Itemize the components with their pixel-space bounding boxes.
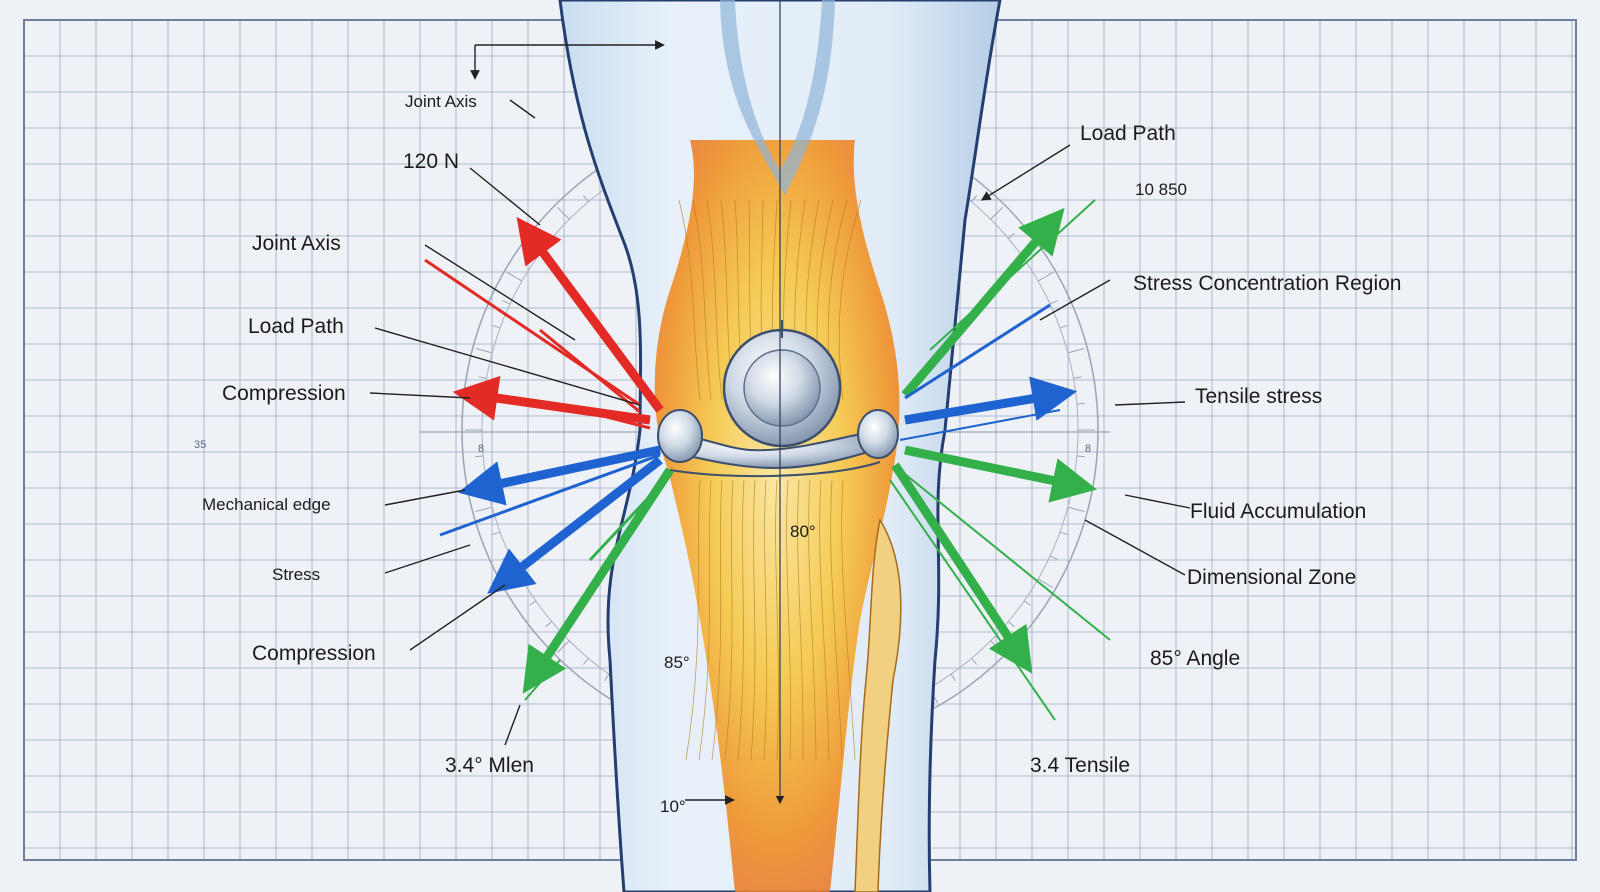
bone-fiber — [724, 479, 734, 761]
protractor-tick — [604, 673, 610, 681]
label-stress-left: Stress — [272, 565, 320, 584]
load-arrow-right-up — [901, 207, 1065, 398]
protractor-tick — [492, 324, 501, 329]
protractor-tick — [502, 300, 511, 305]
label-angle-85-right: 85° Angle — [1150, 647, 1240, 670]
load-arrow-right-low — [891, 462, 1033, 674]
bone-fiber — [841, 479, 856, 761]
bone-fiber — [819, 479, 830, 761]
bone-fiber — [685, 479, 701, 761]
protractor-tick — [556, 206, 570, 220]
protractor-tick — [950, 673, 956, 681]
protractor-tick — [1007, 621, 1015, 628]
compression-arrow-2 — [452, 375, 651, 425]
bone-fiber — [750, 479, 756, 761]
label-side-mark: 35 — [194, 439, 206, 451]
protractor-tick — [502, 555, 511, 560]
bone-fiber — [698, 479, 712, 761]
protractor-tick — [1073, 376, 1082, 379]
protractor-tick — [1023, 600, 1031, 606]
label-left-bottom-value: 3.4° Mlen — [445, 754, 534, 777]
load-arrow-right-mid — [904, 445, 1098, 503]
label-load-path-right: Load Path — [1080, 122, 1176, 145]
label-load-path-left: Load Path — [248, 315, 344, 338]
label-dimensional-zone: Dimensional Zone — [1187, 566, 1356, 589]
load-arrow-left — [522, 467, 674, 694]
compression-arrow-1 — [516, 216, 664, 413]
protractor-tick — [475, 455, 484, 458]
protractor-tick — [1067, 506, 1085, 513]
protractor-tick — [1037, 272, 1054, 282]
protractor-tick — [1037, 578, 1054, 588]
protractor-tick — [506, 272, 523, 282]
annotation-labels: Joint Axis 120 N Joint Axis Load Path Co… — [194, 92, 1401, 816]
label-stress-concentration: Stress Concentration Region — [1133, 272, 1401, 295]
label-side-mark-small-1: 8 — [478, 443, 484, 455]
label-force-120n: 120 N — [403, 150, 459, 173]
protractor-tick — [529, 600, 537, 606]
label-compression-upper: Compression — [222, 382, 346, 405]
bone-fiber — [706, 199, 723, 401]
bone-fiber — [678, 199, 701, 401]
force-arrows — [424, 199, 1111, 721]
bone-fiber — [775, 479, 779, 761]
label-bottom-angle: 10° — [660, 797, 686, 816]
label-joint-axis-left: Joint Axis — [252, 232, 341, 255]
metal-joint-implant — [657, 320, 899, 478]
protractor-tick — [475, 506, 493, 513]
tension-arrow-left-1 — [457, 445, 661, 506]
label-tensile-stress: Tensile stress — [1195, 385, 1322, 408]
label-tibia-angle-80: 80° — [790, 522, 816, 541]
protractor-tick — [1049, 300, 1058, 305]
protractor-tick — [1076, 455, 1085, 458]
label-mechanical-edge: Mechanical edge — [202, 495, 331, 514]
label-fluid-accumulation: Fluid Accumulation — [1190, 500, 1366, 523]
bone-fiber — [830, 479, 843, 761]
protractor-tick — [1059, 324, 1068, 329]
knee-joint-heatmap — [654, 0, 902, 892]
protractor-tick — [478, 376, 487, 379]
label-side-mark-small-2: 8 — [1085, 443, 1091, 455]
protractor-tick — [971, 195, 978, 203]
tension-arrow-right — [904, 376, 1078, 425]
protractor-tick — [475, 347, 493, 354]
protractor-tick — [475, 402, 484, 405]
protractor-tick — [582, 657, 589, 665]
protractor-tick — [1059, 531, 1068, 536]
protractor-tick — [1076, 402, 1085, 405]
protractor-tick — [492, 531, 501, 536]
label-top-joint-axis: Joint Axis — [405, 92, 477, 111]
label-tensile-right: 3.4 Tensile — [1030, 754, 1130, 777]
protractor-tick — [1007, 232, 1015, 239]
protractor-tick — [1067, 347, 1085, 354]
bone-fiber — [797, 479, 804, 761]
protractor-tick — [582, 195, 589, 203]
protractor-tick — [1049, 555, 1058, 560]
bone-fiber — [737, 479, 745, 761]
protractor-tick — [529, 254, 537, 260]
protractor-tick — [990, 206, 1004, 220]
label-compression-lower: Compression — [252, 642, 376, 665]
leader-lines — [369, 40, 1191, 805]
tension-arrow-left-2 — [487, 456, 663, 594]
protractor-tick — [971, 657, 978, 665]
label-mid-angle-85: 85° — [664, 653, 690, 672]
bone-fiber — [786, 479, 791, 761]
bone-fiber — [763, 479, 767, 761]
bone-fiber — [692, 199, 712, 401]
protractor-tick — [545, 621, 553, 628]
label-right-value-top: 10 850 — [1135, 180, 1187, 199]
bone-fiber — [711, 479, 723, 761]
bone-fiber — [838, 199, 862, 401]
bone-fiber — [808, 479, 817, 761]
